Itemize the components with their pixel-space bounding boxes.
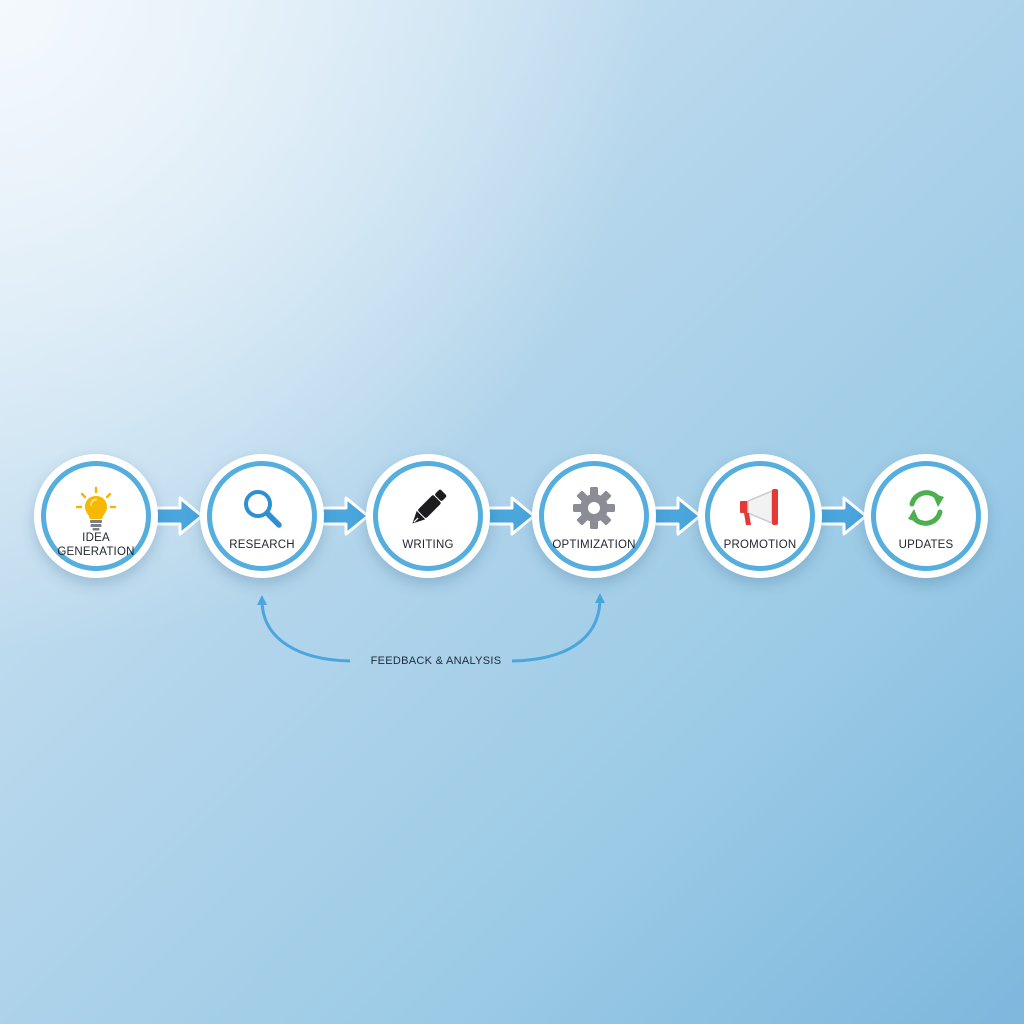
gear-icon	[570, 484, 618, 532]
step-promotion: PROMOTION	[698, 454, 822, 578]
step-writing: WRITING	[366, 454, 490, 578]
step-research: RESEARCH	[200, 454, 324, 578]
magnifier-icon	[238, 484, 286, 532]
feedback-arc-right	[511, 593, 605, 663]
feedback-label: FEEDBACK & ANALYSIS	[370, 655, 502, 667]
lightbulb-icon	[72, 484, 120, 532]
step-idea-generation: IDEA GENERATION	[34, 454, 158, 578]
step-label: OPTIMIZATION	[552, 539, 636, 551]
step-label: PROMOTION	[723, 539, 797, 551]
pen-icon	[404, 484, 452, 532]
step-optimization: OPTIMIZATION	[532, 454, 656, 578]
feedback-arc-left	[257, 595, 351, 663]
megaphone-icon	[736, 484, 784, 532]
step-label: IDEA GENERATION	[57, 532, 135, 558]
step-label: WRITING	[402, 539, 454, 551]
step-label: UPDATES	[898, 539, 954, 551]
step-updates: UPDATES	[864, 454, 988, 578]
step-label: RESEARCH	[229, 539, 295, 551]
refresh-icon	[902, 484, 950, 532]
